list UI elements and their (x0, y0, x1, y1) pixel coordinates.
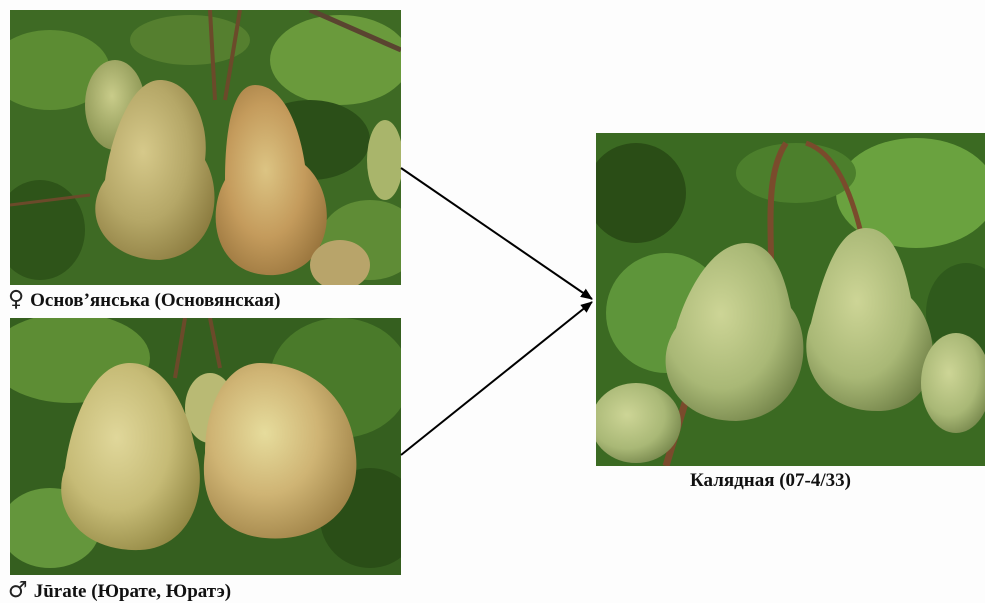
female-parent-caption: ♀ Основ’янська (Основянская) (8, 287, 280, 312)
female-parent-name: Основ’янська (Основянская) (30, 290, 280, 312)
photo-offspring-pears (596, 133, 985, 466)
photo-female-parent-pears (10, 10, 401, 285)
offspring-caption: Калядная (07-4/33) (690, 470, 851, 492)
female-symbol-icon: ♀ (8, 287, 24, 312)
male-parent-caption: ♂ Jūrate (Юрате, Юратэ) (8, 578, 231, 603)
male-symbol-icon: ♂ (8, 578, 28, 603)
male-parent-name: Jūrate (Юрате, Юратэ) (34, 581, 231, 603)
offspring-name: Калядная (07-4/33) (690, 470, 851, 492)
arrow-female-to-offspring (401, 168, 592, 299)
photo-male-parent-pears (10, 318, 401, 575)
arrow-male-to-offspring (401, 302, 592, 455)
